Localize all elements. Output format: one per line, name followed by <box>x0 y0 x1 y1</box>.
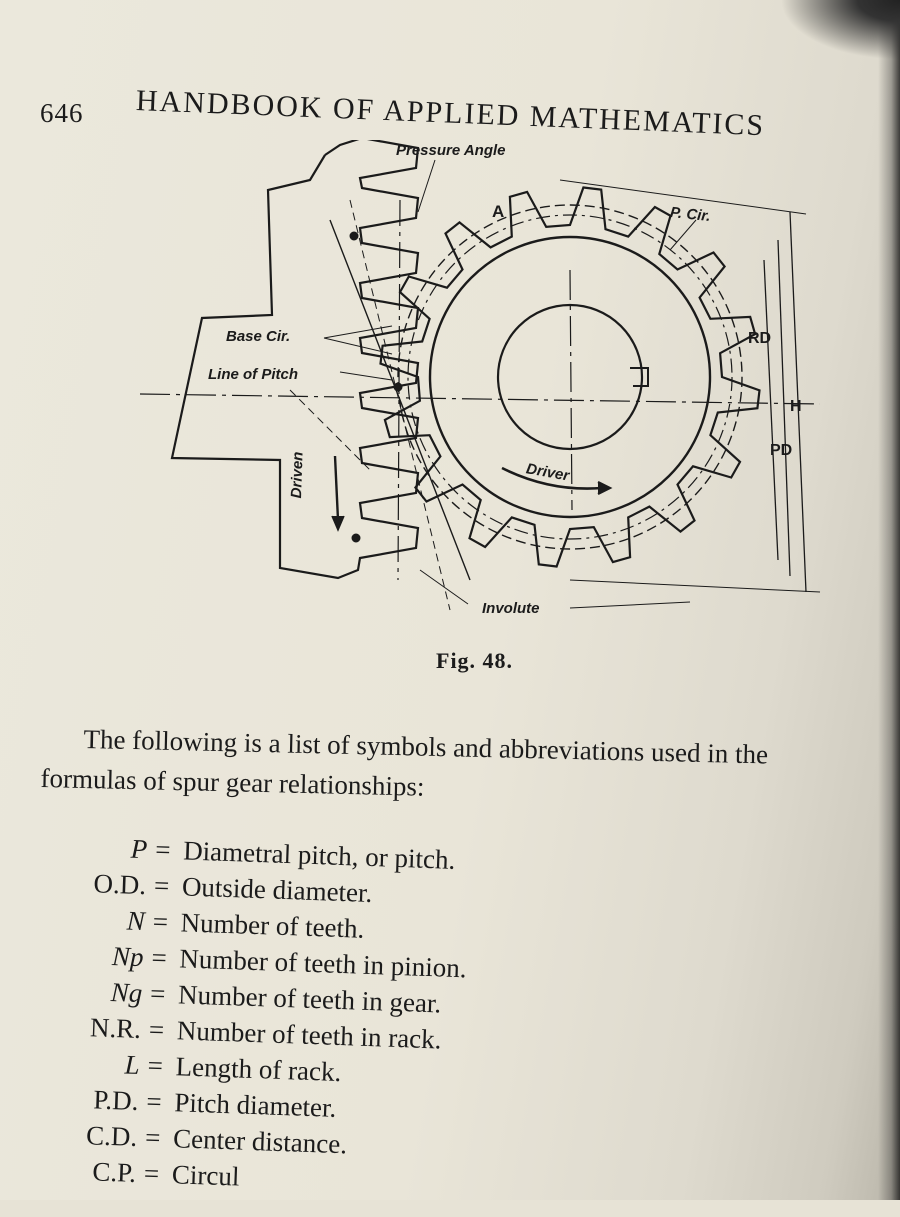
base-cir-leader-2 <box>323 337 393 355</box>
symbol: P.D. <box>92 1084 140 1116</box>
symbol: Np <box>111 940 145 973</box>
dimension-h-line <box>789 211 807 593</box>
equals-sign: = <box>153 870 170 901</box>
label-driven: Driven <box>288 451 307 499</box>
dimension-pd-line <box>777 239 791 577</box>
equals-sign: = <box>150 942 168 973</box>
extension-bottom <box>569 579 821 593</box>
driver-arrowhead <box>597 481 613 495</box>
label-pressure-angle: Pressure Angle <box>396 142 506 159</box>
symbol-definition: Center distance. <box>172 1123 348 1160</box>
symbol: N <box>126 905 146 937</box>
running-title: HANDBOOK OF APPLIED MATHEMATICS <box>135 84 766 143</box>
equals-sign: = <box>152 906 169 937</box>
symbol-definition: Length of rack. <box>175 1051 342 1088</box>
page-header: 646 HANDBOOK OF APPLIED MATHEMATICS <box>40 78 820 142</box>
equals-sign: = <box>144 1122 161 1153</box>
contact-point-top <box>349 231 359 241</box>
extension-top <box>559 179 807 215</box>
page-number: 646 <box>40 98 84 128</box>
symbol: N.R. <box>89 1012 142 1045</box>
book-edge-shadow <box>878 0 900 1200</box>
involute-leader-right <box>569 601 691 609</box>
hub-outer-circle <box>428 235 712 519</box>
base-cir-leader-1 <box>323 325 393 339</box>
symbol: C.D. <box>85 1120 138 1152</box>
pressure-angle-leader <box>417 159 436 213</box>
pitch-point <box>393 382 403 392</box>
symbol: Ng <box>110 976 143 1009</box>
base-circle <box>407 214 733 540</box>
symbol: C.P. <box>91 1156 137 1188</box>
symbol-list: P=Diametral pitch, or pitch.O.D.=Outside… <box>0 826 899 1217</box>
equals-sign: = <box>145 1086 163 1117</box>
label-pd: PD <box>770 442 793 459</box>
contact-point-bottom <box>351 533 361 543</box>
gear-figure: Pressure Angle A P. Cir. RD H PD Base Ci… <box>130 140 830 640</box>
label-involute: Involute <box>482 600 540 617</box>
rack-profile <box>170 140 420 580</box>
corner-shadow <box>780 0 900 60</box>
driven-arrowhead <box>331 515 345 532</box>
equals-sign: = <box>147 1050 164 1081</box>
label-line-of-pitch: Line of Pitch <box>208 366 298 383</box>
equals-sign: = <box>149 978 166 1009</box>
label-rd: RD <box>748 330 772 347</box>
equals-sign: = <box>154 834 172 865</box>
gear-diagram <box>139 140 821 611</box>
bore-circle <box>496 303 644 451</box>
driven-arrow-line <box>333 455 340 521</box>
equals-sign: = <box>143 1158 160 1189</box>
symbol: P <box>130 833 148 865</box>
line-of-pitch-leader <box>339 371 393 381</box>
p-cir-leader <box>669 219 697 251</box>
tangent-line <box>349 199 451 611</box>
involute-leader-left <box>419 569 469 605</box>
pitch-leader-dashed <box>289 389 371 471</box>
vertical-center-line <box>569 269 573 511</box>
label-base-cir: Base Cir. <box>226 328 291 345</box>
pressure-line <box>329 219 471 581</box>
symbol-definition: Circul <box>171 1159 240 1192</box>
symbol-definition: Pitch diameter. <box>173 1087 337 1123</box>
symbol: L <box>124 1049 141 1081</box>
equals-sign: = <box>148 1014 165 1045</box>
gear-tooth-profile <box>379 186 761 568</box>
keyway <box>630 367 649 387</box>
figure-caption: Fig. 48. <box>436 648 514 673</box>
symbol: O.D. <box>93 868 147 901</box>
pitch-circle <box>397 204 743 550</box>
label-a: A <box>492 202 505 221</box>
driver-arrow-arc <box>501 466 603 490</box>
label-h: H <box>790 398 802 415</box>
line-of-centers <box>139 393 821 405</box>
dimension-rd-line <box>763 259 779 561</box>
